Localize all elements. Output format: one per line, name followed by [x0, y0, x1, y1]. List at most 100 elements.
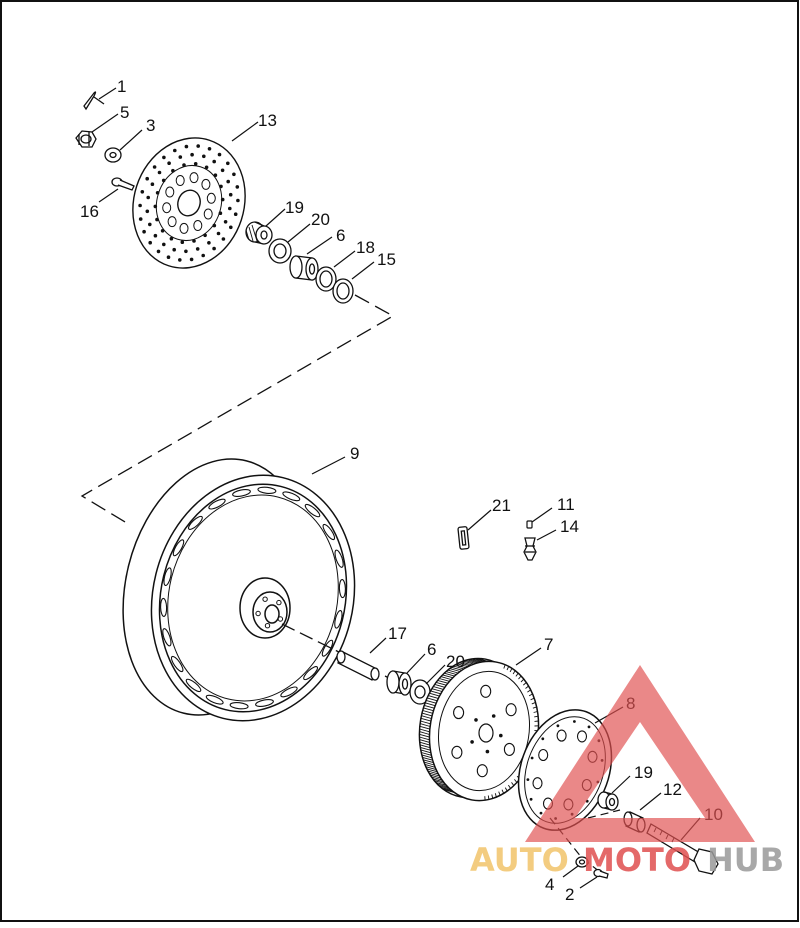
label-13: 13 — [258, 111, 277, 130]
cast-wheel — [97, 439, 380, 742]
rotor-hole — [203, 234, 207, 238]
bearing-lower — [598, 792, 618, 810]
cover-hole — [578, 731, 587, 742]
cover-rivet — [531, 757, 534, 760]
rotor-lightening-hole — [180, 223, 188, 233]
rotor-hole — [155, 218, 159, 222]
cover-hole — [533, 778, 542, 789]
assembly-line-bolt — [588, 810, 620, 818]
label-18: 18 — [356, 238, 375, 257]
cover-rivet — [588, 726, 591, 729]
rotor-lightening-hole — [168, 217, 176, 227]
label-11: 11 — [557, 495, 575, 514]
rotor-hole — [219, 211, 223, 215]
rotor-lightening-hole — [163, 203, 171, 213]
pulley-center — [479, 724, 493, 742]
rotor-hole — [142, 230, 146, 234]
rotor-lightening-hole — [207, 193, 215, 203]
label-9: 9 — [350, 444, 359, 463]
rotor-hole — [196, 144, 200, 148]
pulley-bolt-hole — [470, 740, 474, 744]
label-15: 15 — [377, 250, 396, 269]
label-5: 5 — [120, 103, 129, 122]
rotor-hole — [221, 169, 225, 173]
rotor-hole — [162, 156, 166, 160]
rotor-hole — [161, 229, 165, 233]
axle-sleeve — [337, 651, 379, 680]
label-12: 12 — [663, 780, 682, 799]
rotor-hole — [184, 250, 188, 254]
rotor-hole — [178, 258, 182, 262]
pulley-hole — [506, 704, 516, 716]
rotor-hole — [139, 217, 143, 221]
valve-stem — [524, 538, 536, 560]
pulley-tooth — [488, 796, 489, 800]
pulley-hole — [481, 685, 491, 697]
rotor-hole — [167, 255, 171, 259]
rotor-hole — [217, 232, 221, 236]
watermark-hub: HUB — [707, 841, 784, 879]
rotor-hole — [236, 199, 240, 203]
axle-nut — [76, 131, 96, 147]
rotor-hole — [151, 182, 155, 186]
rotor-hole — [219, 185, 223, 189]
rotor-hole — [145, 177, 149, 181]
rotor-hole — [138, 204, 142, 208]
rotor-hole — [208, 147, 212, 151]
rotor-hole — [192, 239, 196, 243]
rotor-hole — [201, 254, 205, 258]
rotor-hole — [182, 163, 186, 167]
rotor-hole — [229, 193, 233, 197]
rotor-hole — [185, 145, 189, 149]
rotor-lightening-hole — [202, 179, 210, 189]
rim-slot — [339, 580, 346, 598]
spacer-upper — [290, 256, 318, 280]
rim-slot — [160, 598, 167, 616]
rotor-hole — [148, 241, 152, 245]
cover-rivet — [573, 720, 576, 723]
rotor-hole — [221, 198, 225, 202]
label-19-lower: 19 — [634, 763, 653, 782]
rotor-hole — [222, 237, 226, 241]
label-7: 7 — [544, 635, 553, 654]
rotor-hole — [162, 179, 166, 183]
label-21: 21 — [492, 496, 511, 515]
ring-15 — [333, 279, 353, 303]
label-1: 1 — [117, 77, 126, 96]
rotor-hole — [228, 207, 232, 211]
rotor-hole — [202, 155, 206, 159]
seal-upper — [269, 239, 291, 263]
label-17: 17 — [388, 624, 407, 643]
brake-rotor — [116, 123, 261, 283]
rotor-hole — [234, 212, 238, 216]
rotor-hole — [146, 210, 150, 214]
rotor-hole — [196, 247, 200, 251]
rotor-hole — [153, 165, 157, 169]
rotor-hole — [232, 173, 236, 177]
hub-bolt-hole — [265, 624, 269, 628]
washer — [105, 148, 121, 162]
rotor-hole — [229, 226, 233, 230]
pulley-bolt-hole — [474, 718, 478, 722]
label-20-upper: 20 — [311, 210, 330, 229]
rotor-hole — [158, 171, 162, 175]
valve-cap — [458, 527, 469, 550]
rotor-hole — [190, 153, 194, 157]
hub-bolt-hole — [263, 597, 267, 601]
rotor-hole — [226, 180, 230, 184]
rotor-hole — [162, 243, 166, 247]
rotor-lightening-hole — [166, 187, 174, 197]
rotor-hole — [172, 248, 176, 252]
cover-hole — [557, 730, 566, 741]
rotor-hole — [148, 223, 152, 227]
rotor-hole — [173, 149, 177, 153]
rotor-hole — [170, 237, 174, 241]
rotor-hole — [190, 258, 194, 262]
rotor-hole — [236, 185, 240, 189]
label-16: 16 — [80, 202, 99, 221]
rotor-hole — [194, 162, 198, 166]
cover-rivet — [540, 812, 543, 815]
rotor-hole — [212, 160, 216, 164]
label-14: 14 — [560, 517, 579, 536]
